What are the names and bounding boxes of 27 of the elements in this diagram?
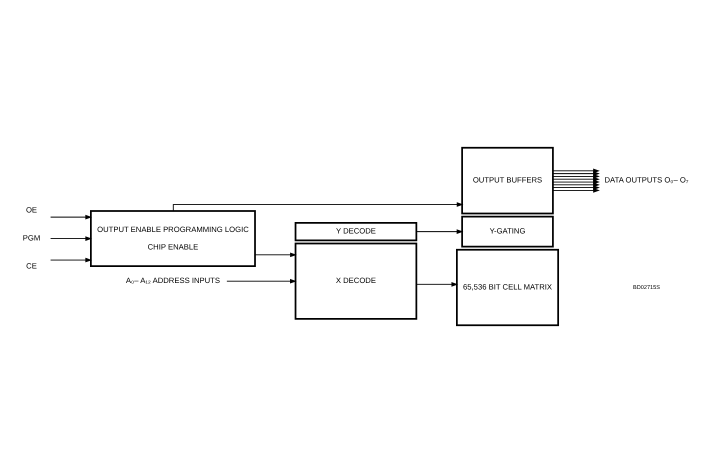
- node-box: OUTPUT ENABLE PROGRAMMING LOGIC CHIP ENABLE: [90, 210, 256, 268]
- node-box: X DECODE: [294, 242, 418, 320]
- node-box: Y-GATING: [461, 216, 554, 248]
- arrow: [50, 236, 92, 241]
- arrow: [254, 252, 297, 258]
- arrow: [552, 168, 600, 174]
- arrow: [552, 174, 600, 179]
- node-text: DATA OUTPUTS O₀– O₇: [604, 176, 688, 185]
- node-box: Y DECODE: [294, 222, 418, 242]
- arrow: [552, 176, 600, 182]
- arrow: [226, 278, 297, 284]
- node-text: CE: [26, 261, 37, 270]
- node-box: 65,536 BIT CELL MATRIX: [456, 248, 560, 326]
- arrow: [552, 182, 600, 188]
- node-text: PGM: [22, 234, 40, 243]
- arrow: [50, 214, 92, 220]
- arrow: [552, 185, 600, 190]
- arrow: [172, 202, 464, 212]
- arrow: [416, 282, 458, 287]
- node-box: OUTPUT BUFFERS: [461, 146, 554, 214]
- arrow: [552, 188, 600, 193]
- node-text: OE: [26, 206, 38, 215]
- node-text: A₀– A₁₂ ADDRESS INPUTS: [126, 276, 220, 286]
- arrow: [552, 171, 600, 176]
- arrow: [552, 180, 600, 184]
- arrow: [416, 229, 464, 234]
- arrow: [50, 258, 92, 262]
